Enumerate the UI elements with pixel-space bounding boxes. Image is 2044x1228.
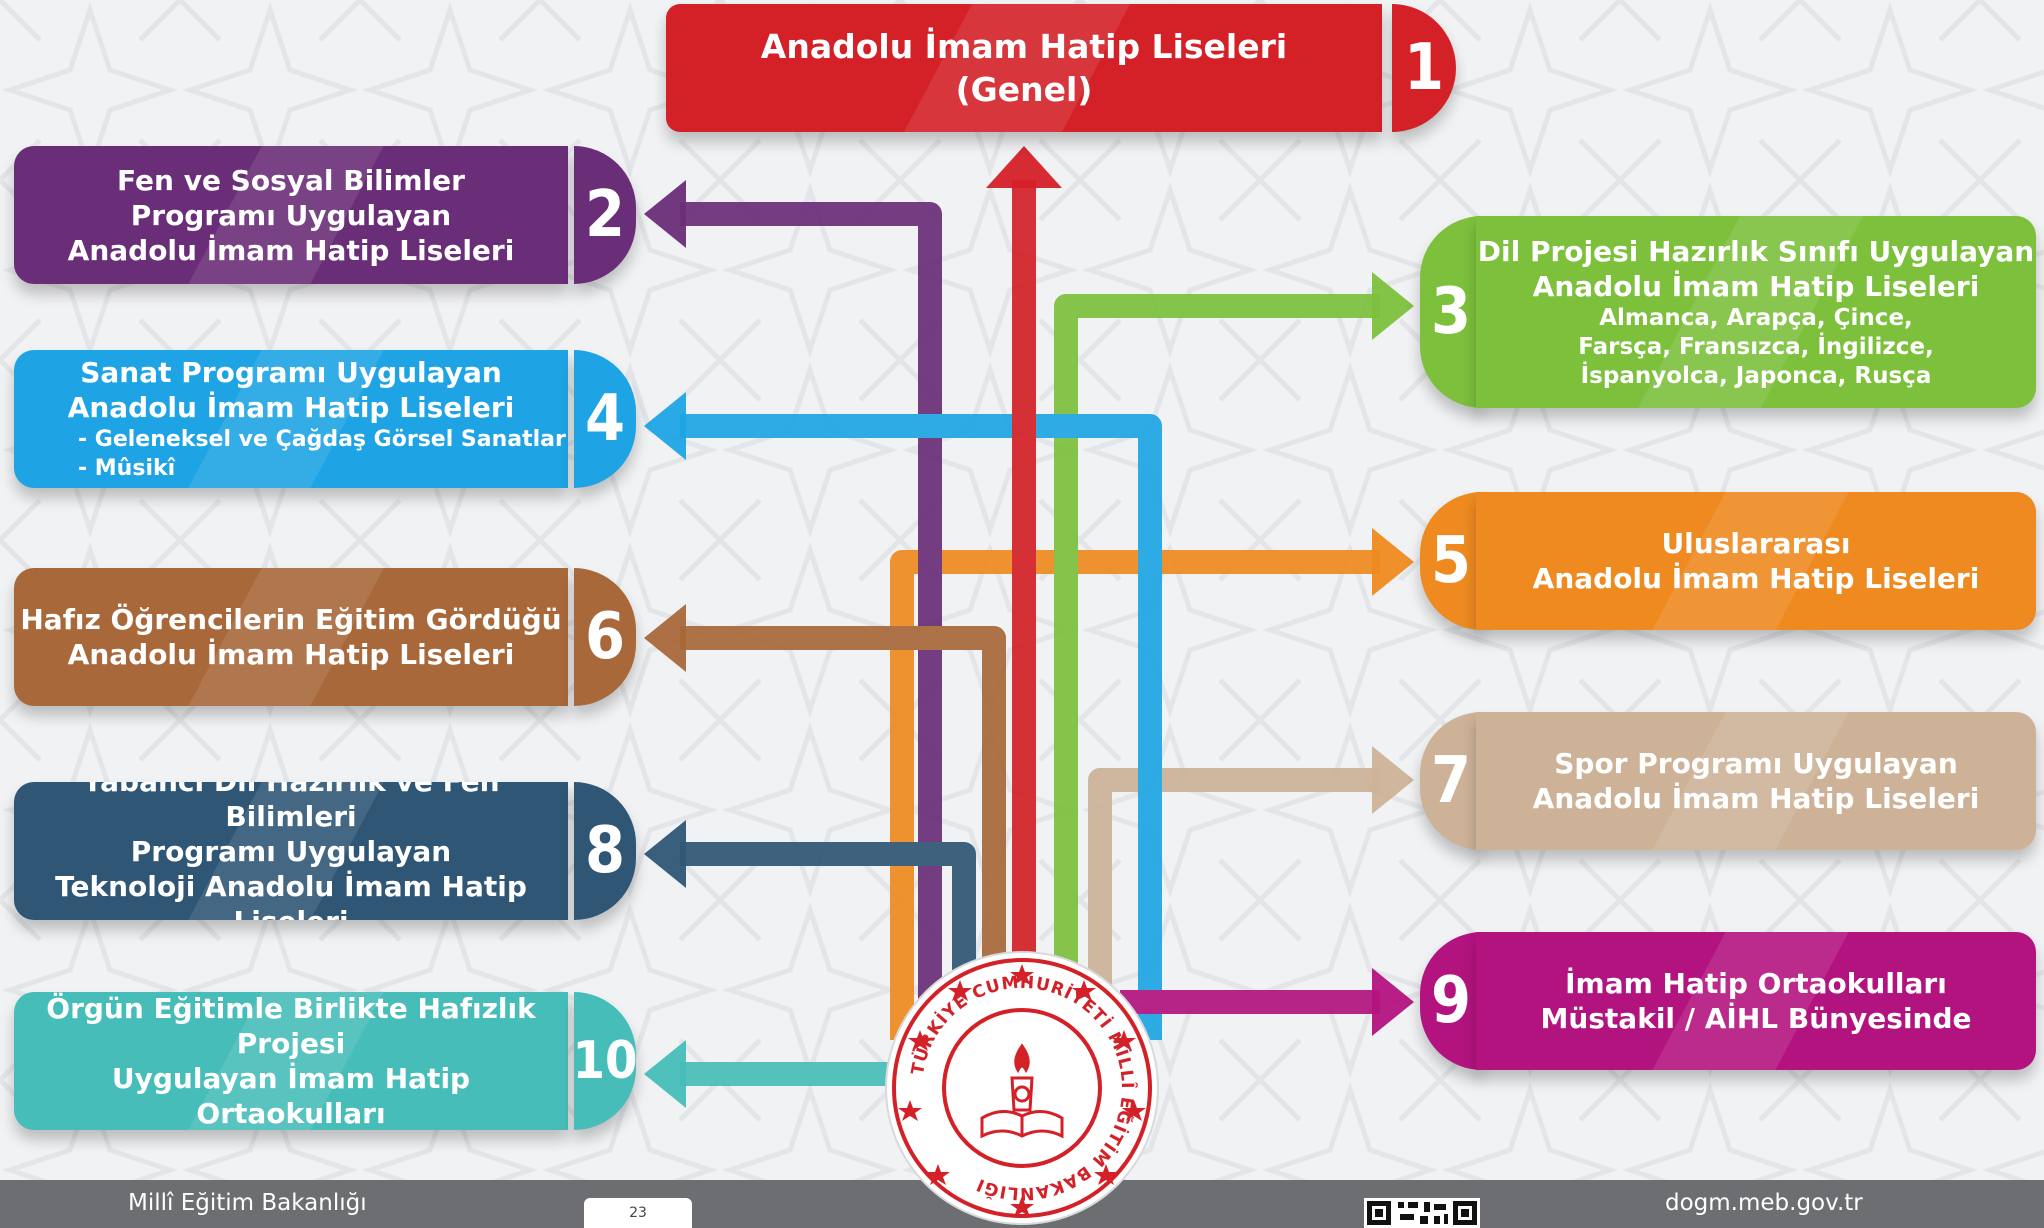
node-1-line-2: (Genel) — [955, 70, 1093, 109]
arrow-to-6 — [680, 626, 1006, 1040]
node-2-line-2: Programı Uygulayan — [130, 198, 452, 232]
node-9-line-2: Müstakil / AİHL Bünyesinde — [1540, 1002, 1972, 1035]
node-7: 7 Spor Programı Uygulayan Anadolu İmam H… — [0, 712, 2044, 850]
node-3-sub-1: Almanca, Arapça, Çince, — [1599, 304, 1913, 331]
node-3-sub-3: İspanyolca, Japonca, Rusça — [1580, 362, 1932, 389]
arrowhead-7 — [1372, 746, 1414, 814]
node-8-line-2: Programı Uygulayan — [130, 834, 452, 868]
node-3-sub-2: Farsça, Fransızca, İngilizce, — [1578, 333, 1934, 360]
node-1-box: Anadolu İmam Hatip Liseleri (Genel) — [666, 4, 1382, 132]
node-3-line-2: Anadolu İmam Hatip Liseleri — [1532, 269, 1980, 303]
node-4-sub-1: - Geleneksel ve Çağdaş Görsel Sanatlar — [78, 427, 566, 452]
node-3-line-1: Dil Projesi Hazırlık Sınıfı Uygulayan — [1477, 234, 2035, 268]
arrow-to-7 — [1088, 768, 1380, 1040]
node-1-number: 1 — [1392, 4, 1456, 132]
node-3: 3 Dil Projesi Hazırlık Sınıfı Uygulayan … — [0, 216, 2044, 408]
node-9-line-1: İmam Hatip Ortaokulları — [1565, 967, 1947, 1000]
node-3-number: 3 — [1420, 216, 1482, 408]
node-5-box: Uluslararası Anadolu İmam Hatip Liseleri — [1476, 492, 2036, 630]
node-2: Fen ve Sosyal Bilimler Programı Uygulaya… — [0, 146, 640, 284]
node-1: Anadolu İmam Hatip Liseleri (Genel) 1 — [666, 4, 1456, 132]
arrowhead-6 — [644, 604, 686, 672]
node-7-line-1: Spor Programı Uygulayan — [1554, 747, 1958, 780]
node-8: Yabancı Dil Hazırlık ve Fen Bilimleri Pr… — [0, 782, 640, 920]
footer-website: dogm.meb.gov.tr — [1665, 1190, 1863, 1216]
node-6-line-2: Anadolu İmam Hatip Liseleri — [67, 638, 515, 671]
arrowhead-10 — [644, 1040, 686, 1108]
node-1-line-1: Anadolu İmam Hatip Liseleri — [760, 27, 1288, 66]
arrow-to-5 — [890, 550, 1380, 1040]
arrowhead-8 — [644, 820, 686, 888]
node-6-box: Hafız Öğrencilerin Eğitim Gördüğü Anadol… — [14, 568, 568, 706]
meb-seal-logo: TÜRKİYE CUMHURİYETİ MİLLÎ EĞİTİM BAKANLI… — [885, 951, 1159, 1225]
arrow-to-2 — [680, 202, 942, 1040]
node-10-line-1: Örgün Eğitimle Birlikte Hafızlık Projesi — [46, 992, 536, 1060]
node-10: Örgün Eğitimle Birlikte Hafızlık Projesi… — [0, 992, 640, 1130]
node-7-box: Spor Programı Uygulayan Anadolu İmam Hat… — [1476, 712, 2036, 850]
node-4-box: Sanat Programı Uygulayan Anadolu İmam Ha… — [14, 350, 568, 488]
node-3-box: Dil Projesi Hazırlık Sınıfı Uygulayan An… — [1476, 216, 2036, 408]
node-7-line-2: Anadolu İmam Hatip Liseleri — [1532, 782, 1980, 815]
arrowhead-5 — [1372, 528, 1414, 596]
node-6: Hafız Öğrencilerin Eğitim Gördüğü Anadol… — [0, 568, 640, 706]
footer-ministry-name: Millî Eğitim Bakanlığı — [128, 1190, 367, 1216]
node-10-line-2: Uygulayan İmam Hatip Ortaokulları — [111, 1062, 471, 1130]
footer-23-logo: 23 — [584, 1198, 692, 1228]
arrowhead-1 — [986, 146, 1062, 188]
node-10-box: Örgün Eğitimle Birlikte Hafızlık Projesi… — [14, 992, 568, 1130]
node-5-number: 5 — [1420, 492, 1482, 630]
node-2-box: Fen ve Sosyal Bilimler Programı Uygulaya… — [14, 146, 568, 284]
node-5: 5 Uluslararası Anadolu İmam Hatip Lisele… — [0, 492, 2044, 630]
node-4-line-1: Sanat Programı Uygulayan — [80, 356, 502, 389]
node-2-line-3: Anadolu İmam Hatip Liseleri — [67, 233, 515, 267]
node-5-line-1: Uluslararası — [1661, 527, 1851, 560]
node-9: 9 İmam Hatip Ortaokulları Müstakil / AİH… — [0, 932, 2044, 1070]
node-8-line-3: Teknoloji Anadolu İmam Hatip Liseleri — [55, 869, 527, 921]
node-4-sub-2: - Mûsikî — [78, 456, 176, 481]
arrow-to-4 — [680, 414, 1162, 1040]
node-9-number: 9 — [1420, 932, 1482, 1070]
node-2-line-1: Fen ve Sosyal Bilimler — [117, 163, 465, 197]
arrowhead-4 — [644, 392, 686, 460]
node-5-line-2: Anadolu İmam Hatip Liseleri — [1532, 562, 1980, 595]
arrowhead-9 — [1372, 968, 1414, 1036]
node-9-box: İmam Hatip Ortaokulları Müstakil / AİHL … — [1476, 932, 2036, 1070]
node-8-line-1: Yabancı Dil Hazırlık ve Fen Bilimleri — [82, 782, 499, 833]
qr-code-icon — [1364, 1198, 1480, 1228]
node-4: Sanat Programı Uygulayan Anadolu İmam Ha… — [0, 350, 640, 488]
node-7-number: 7 — [1420, 712, 1482, 850]
arrowhead-2 — [644, 180, 686, 248]
arrowhead-3 — [1372, 272, 1414, 340]
arrow-to-3 — [1054, 294, 1380, 1040]
node-8-box: Yabancı Dil Hazırlık ve Fen Bilimleri Pr… — [14, 782, 568, 920]
node-4-line-2: Anadolu İmam Hatip Liseleri — [67, 391, 515, 424]
node-6-line-1: Hafız Öğrencilerin Eğitim Gördüğü — [20, 603, 562, 636]
